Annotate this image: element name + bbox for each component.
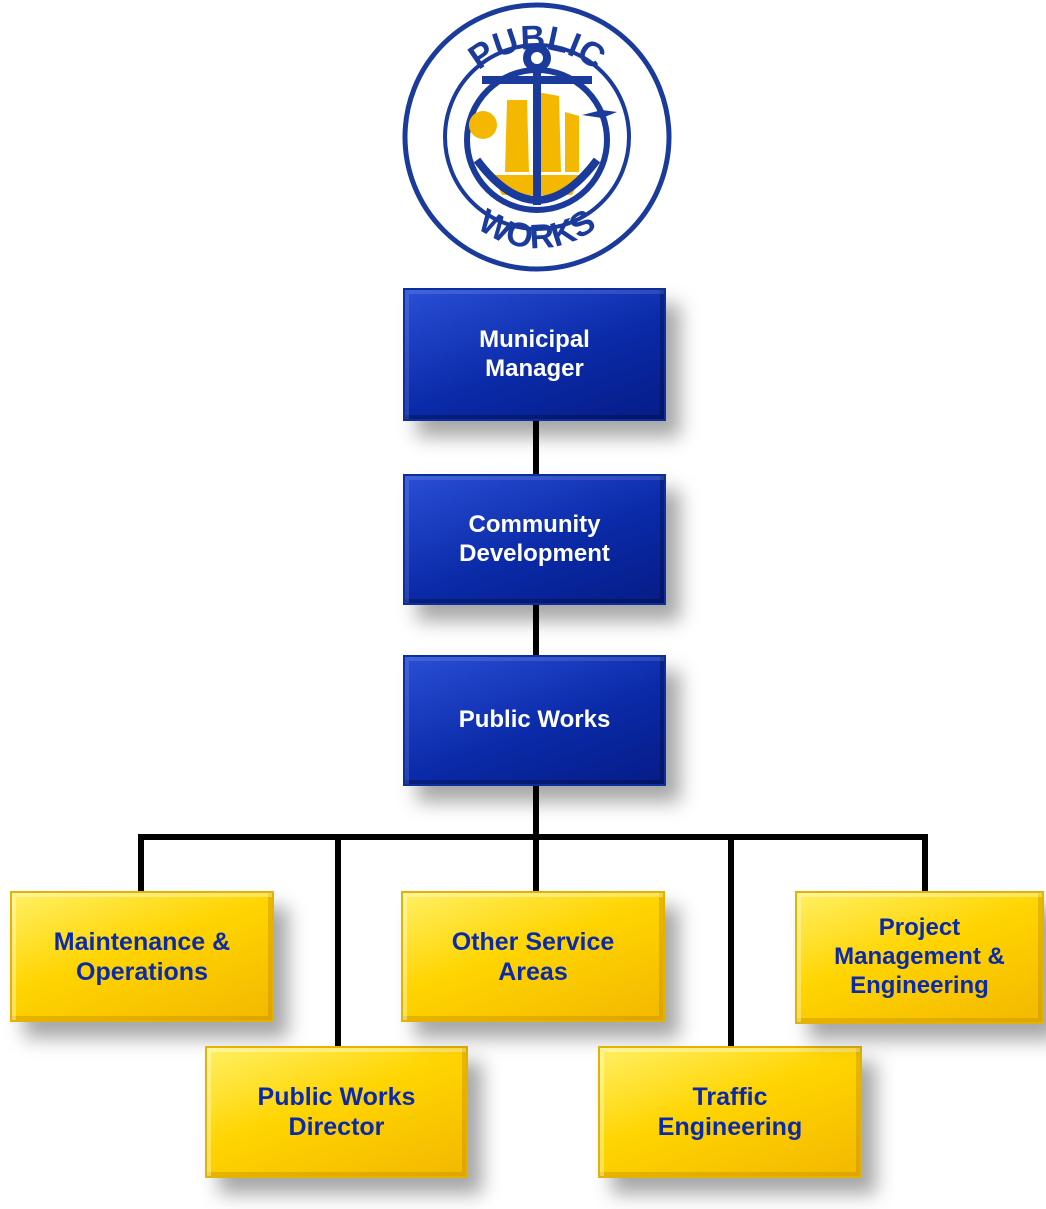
public-works-logo: PUBLIC WORKS	[402, 2, 672, 272]
box-maintenance-operations: Maintenance & Operations	[10, 891, 274, 1022]
connector-director	[335, 834, 341, 1054]
box-label: Traffic Engineering	[657, 1083, 803, 1141]
box-label: Municipal Manager	[479, 325, 590, 382]
box-municipal-manager: Municipal Manager	[403, 288, 666, 421]
anchor-icon	[473, 44, 601, 205]
connector-manager-community	[533, 420, 539, 480]
plane-icon	[582, 110, 617, 118]
box-project-management-engineering: Project Management & Engineering	[795, 891, 1044, 1024]
box-public-works: Public Works	[403, 655, 666, 786]
box-community-development: Community Development	[403, 474, 666, 605]
box-label: Other Service Areas	[451, 927, 615, 986]
connector-publicworks-bus	[533, 785, 539, 840]
box-label: Public Works	[458, 706, 611, 734]
connector-traffic	[728, 834, 734, 1054]
connector-other	[533, 834, 539, 894]
box-label: Public Works Director	[257, 1083, 416, 1141]
box-public-works-director: Public Works Director	[205, 1046, 468, 1178]
box-label: Project Management & Engineering	[834, 914, 1005, 999]
connector-community-publicworks	[533, 603, 539, 658]
box-other-service-areas: Other Service Areas	[401, 891, 665, 1022]
connector-maintenance	[138, 834, 144, 894]
connector-project	[922, 834, 928, 894]
box-label: Maintenance & Operations	[53, 927, 231, 986]
box-traffic-engineering: Traffic Engineering	[598, 1046, 862, 1178]
box-label: Community Development	[459, 510, 610, 567]
